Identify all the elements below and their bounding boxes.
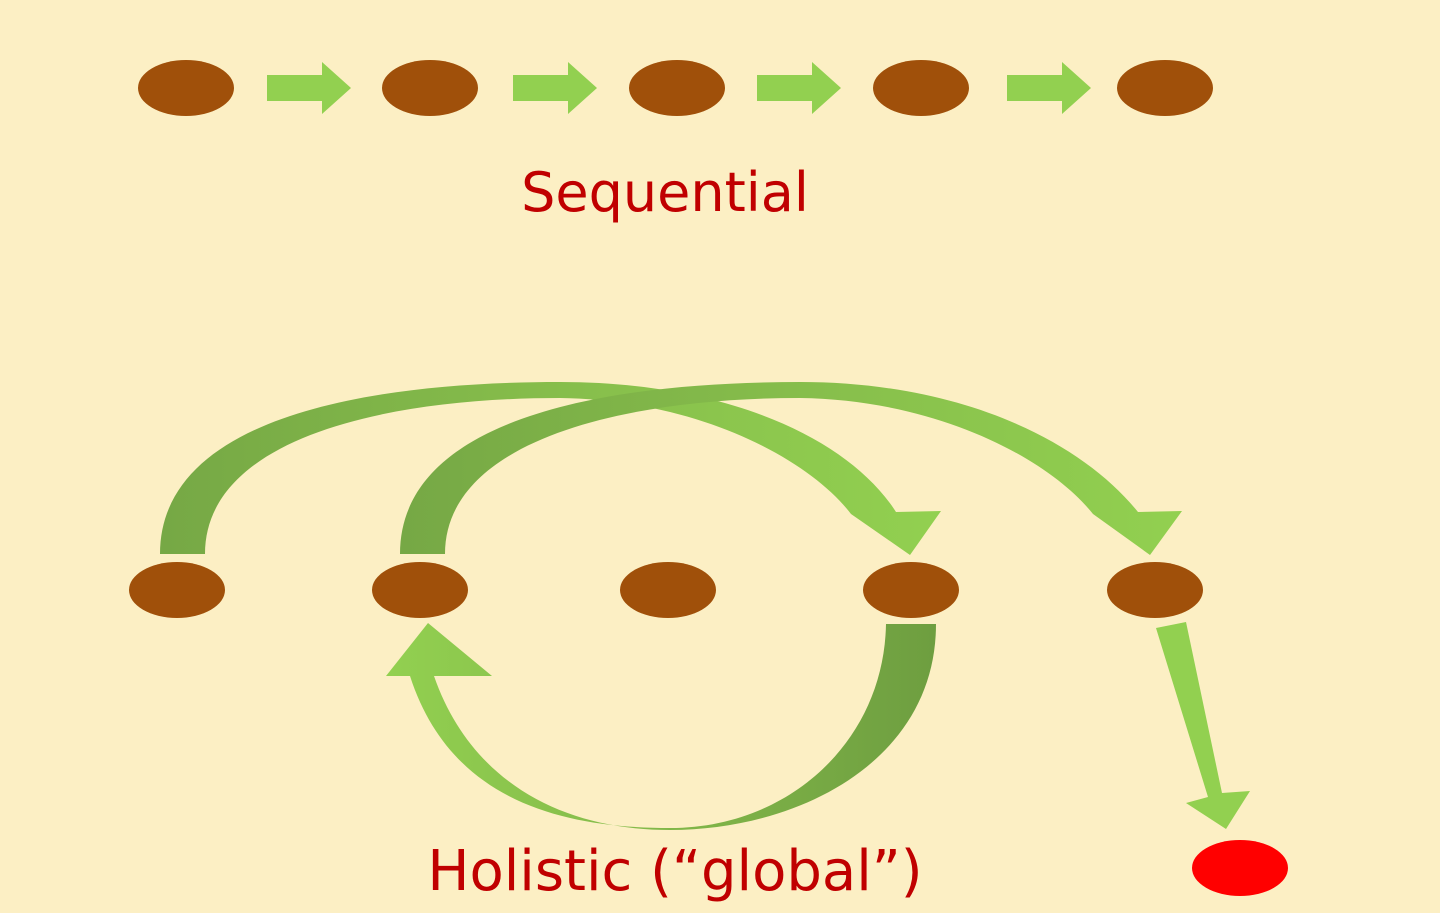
- sequential-arrow-4: [1007, 62, 1091, 114]
- target-node: [1192, 840, 1288, 896]
- holistic-node-1: [129, 562, 225, 618]
- holistic-arc-2-to-5: [400, 382, 1182, 555]
- sequential-arrow-1: [267, 62, 351, 114]
- holistic-node-3: [620, 562, 716, 618]
- holistic-node-5: [1107, 562, 1203, 618]
- holistic-arcs: [160, 382, 1182, 555]
- sequential-node-5: [1117, 60, 1213, 116]
- sequential-node-4: [873, 60, 969, 116]
- holistic-arrow-to-target: [1156, 622, 1250, 829]
- holistic-arc-1-to-4: [160, 382, 941, 555]
- sequential-node-2: [382, 60, 478, 116]
- sequential-row: [138, 60, 1213, 116]
- sequential-arrow-2: [513, 62, 597, 114]
- holistic-loop-4-to-2: [386, 623, 936, 830]
- holistic-node-2: [372, 562, 468, 618]
- sequential-node-1: [138, 60, 234, 116]
- holistic-node-4: [863, 562, 959, 618]
- holistic-label: Holistic (“global”): [427, 839, 922, 904]
- sequential-label: Sequential: [521, 161, 809, 224]
- holistic-row: [129, 562, 1203, 618]
- sequential-arrow-3: [757, 62, 841, 114]
- sequential-node-3: [629, 60, 725, 116]
